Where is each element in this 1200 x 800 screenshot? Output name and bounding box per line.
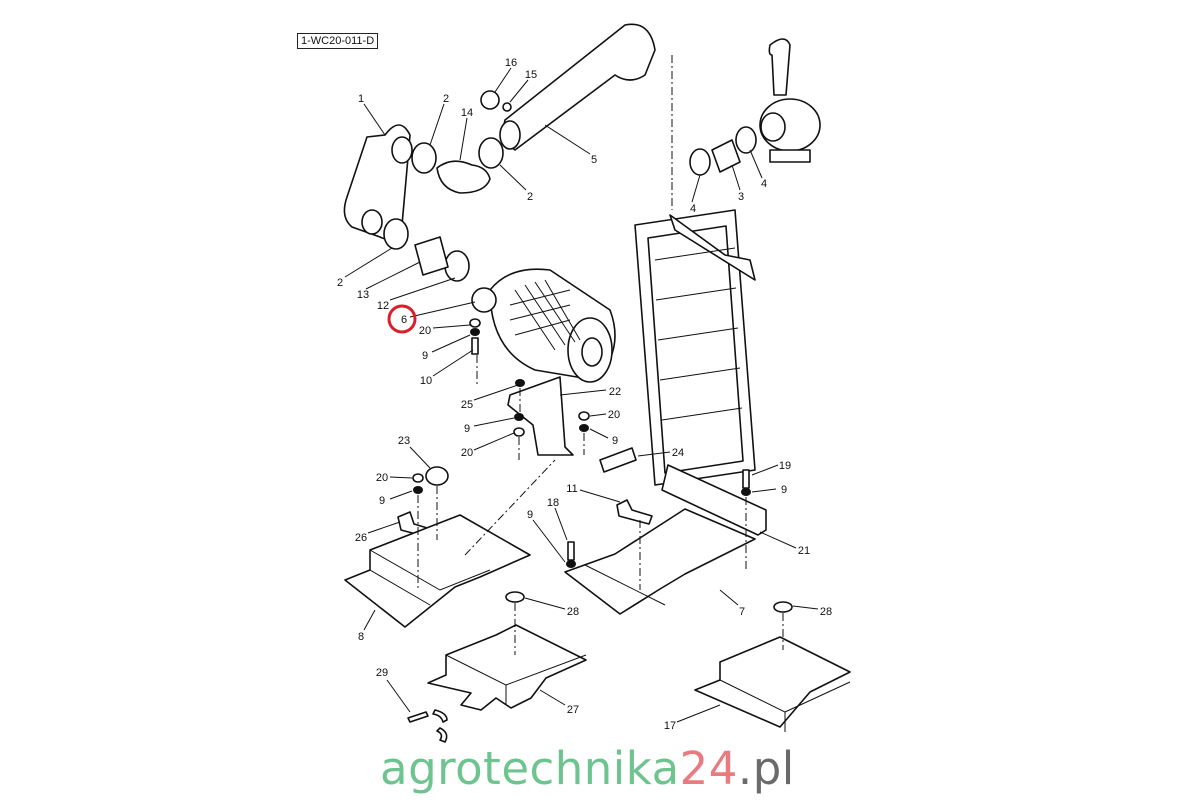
callout: 11 <box>566 483 577 495</box>
callout: 22 <box>609 386 621 398</box>
callout: 9 <box>379 495 385 507</box>
callout: 14 <box>461 107 473 119</box>
callout: 13 <box>357 289 369 301</box>
part-1-end <box>391 136 413 164</box>
callout: 9 <box>464 423 470 435</box>
part-14-hose <box>436 160 491 194</box>
part-1-end <box>361 209 383 235</box>
callout: 2 <box>337 277 343 289</box>
callout: 4 <box>690 203 696 215</box>
callout: 25 <box>461 399 473 411</box>
callout: 10 <box>420 375 432 387</box>
part-callouts: 1 2 14 16 15 5 2 2 13 12 6 20 9 10 4 3 4… <box>337 57 832 732</box>
watermark-number: 24 <box>679 742 738 795</box>
watermark-domain: .pl <box>737 742 795 795</box>
callout: 3 <box>738 191 744 203</box>
callout: 27 <box>567 704 579 716</box>
callout: 20 <box>419 325 431 337</box>
callout: 1 <box>358 93 364 105</box>
washers-and-bolts <box>412 318 751 568</box>
callout: 2 <box>527 191 533 203</box>
callout: 17 <box>664 720 676 732</box>
callout: 9 <box>527 509 533 521</box>
highlight-circle <box>387 304 417 334</box>
callout: 20 <box>608 409 620 421</box>
callout: 29 <box>376 667 388 679</box>
callout: 20 <box>461 447 473 459</box>
callout: 9 <box>781 484 787 496</box>
callout: 28 <box>820 606 832 618</box>
part-28-grommet <box>505 591 525 603</box>
callout: 19 <box>779 460 791 472</box>
callout: 5 <box>591 154 597 166</box>
callout: 20 <box>376 472 388 484</box>
callout: 24 <box>672 447 684 459</box>
callout: 16 <box>505 57 517 69</box>
part-11-bracket <box>616 499 653 525</box>
hose-clamps <box>383 126 757 282</box>
callout: 4 <box>761 178 767 190</box>
diagram-reference-code: 1-WC20-011-D <box>297 33 379 49</box>
callout: 23 <box>398 435 410 447</box>
part-28-grommet <box>773 601 793 613</box>
callout: 12 <box>377 300 389 312</box>
callout: 21 <box>798 545 810 557</box>
callout: 9 <box>612 435 618 447</box>
part-29-strips <box>407 709 448 743</box>
part-5-end <box>499 120 521 150</box>
part-3-sleeve <box>711 139 741 173</box>
callout: 9 <box>422 350 428 362</box>
part-16-cap <box>480 90 500 110</box>
part-17-plate <box>694 636 851 728</box>
part-15-ring <box>502 102 512 112</box>
leader-lines <box>344 67 819 723</box>
part-6-air-filter <box>471 268 616 383</box>
part-13-sleeve <box>414 236 449 276</box>
callout: 7 <box>739 606 745 618</box>
turbocharger <box>759 38 821 163</box>
part-7-plate <box>564 508 756 615</box>
watermark: agrotechnika24.pl <box>380 744 795 794</box>
part-22-bracket <box>507 376 574 456</box>
callout: 2 <box>443 93 449 105</box>
part-27-plate <box>427 624 587 711</box>
callout: 8 <box>358 631 364 643</box>
callout: 18 <box>547 497 559 509</box>
watermark-text: agrotechnika <box>380 742 680 795</box>
part-5-pipe <box>502 23 656 151</box>
callout: 26 <box>355 532 367 544</box>
radiator <box>634 209 756 486</box>
part-8-plate <box>344 514 531 628</box>
assembly-lines <box>417 182 784 655</box>
part-24-profile <box>599 447 637 473</box>
callout: 28 <box>567 606 579 618</box>
callout-highlighted: 6 <box>401 314 407 326</box>
callout: 15 <box>525 69 537 81</box>
